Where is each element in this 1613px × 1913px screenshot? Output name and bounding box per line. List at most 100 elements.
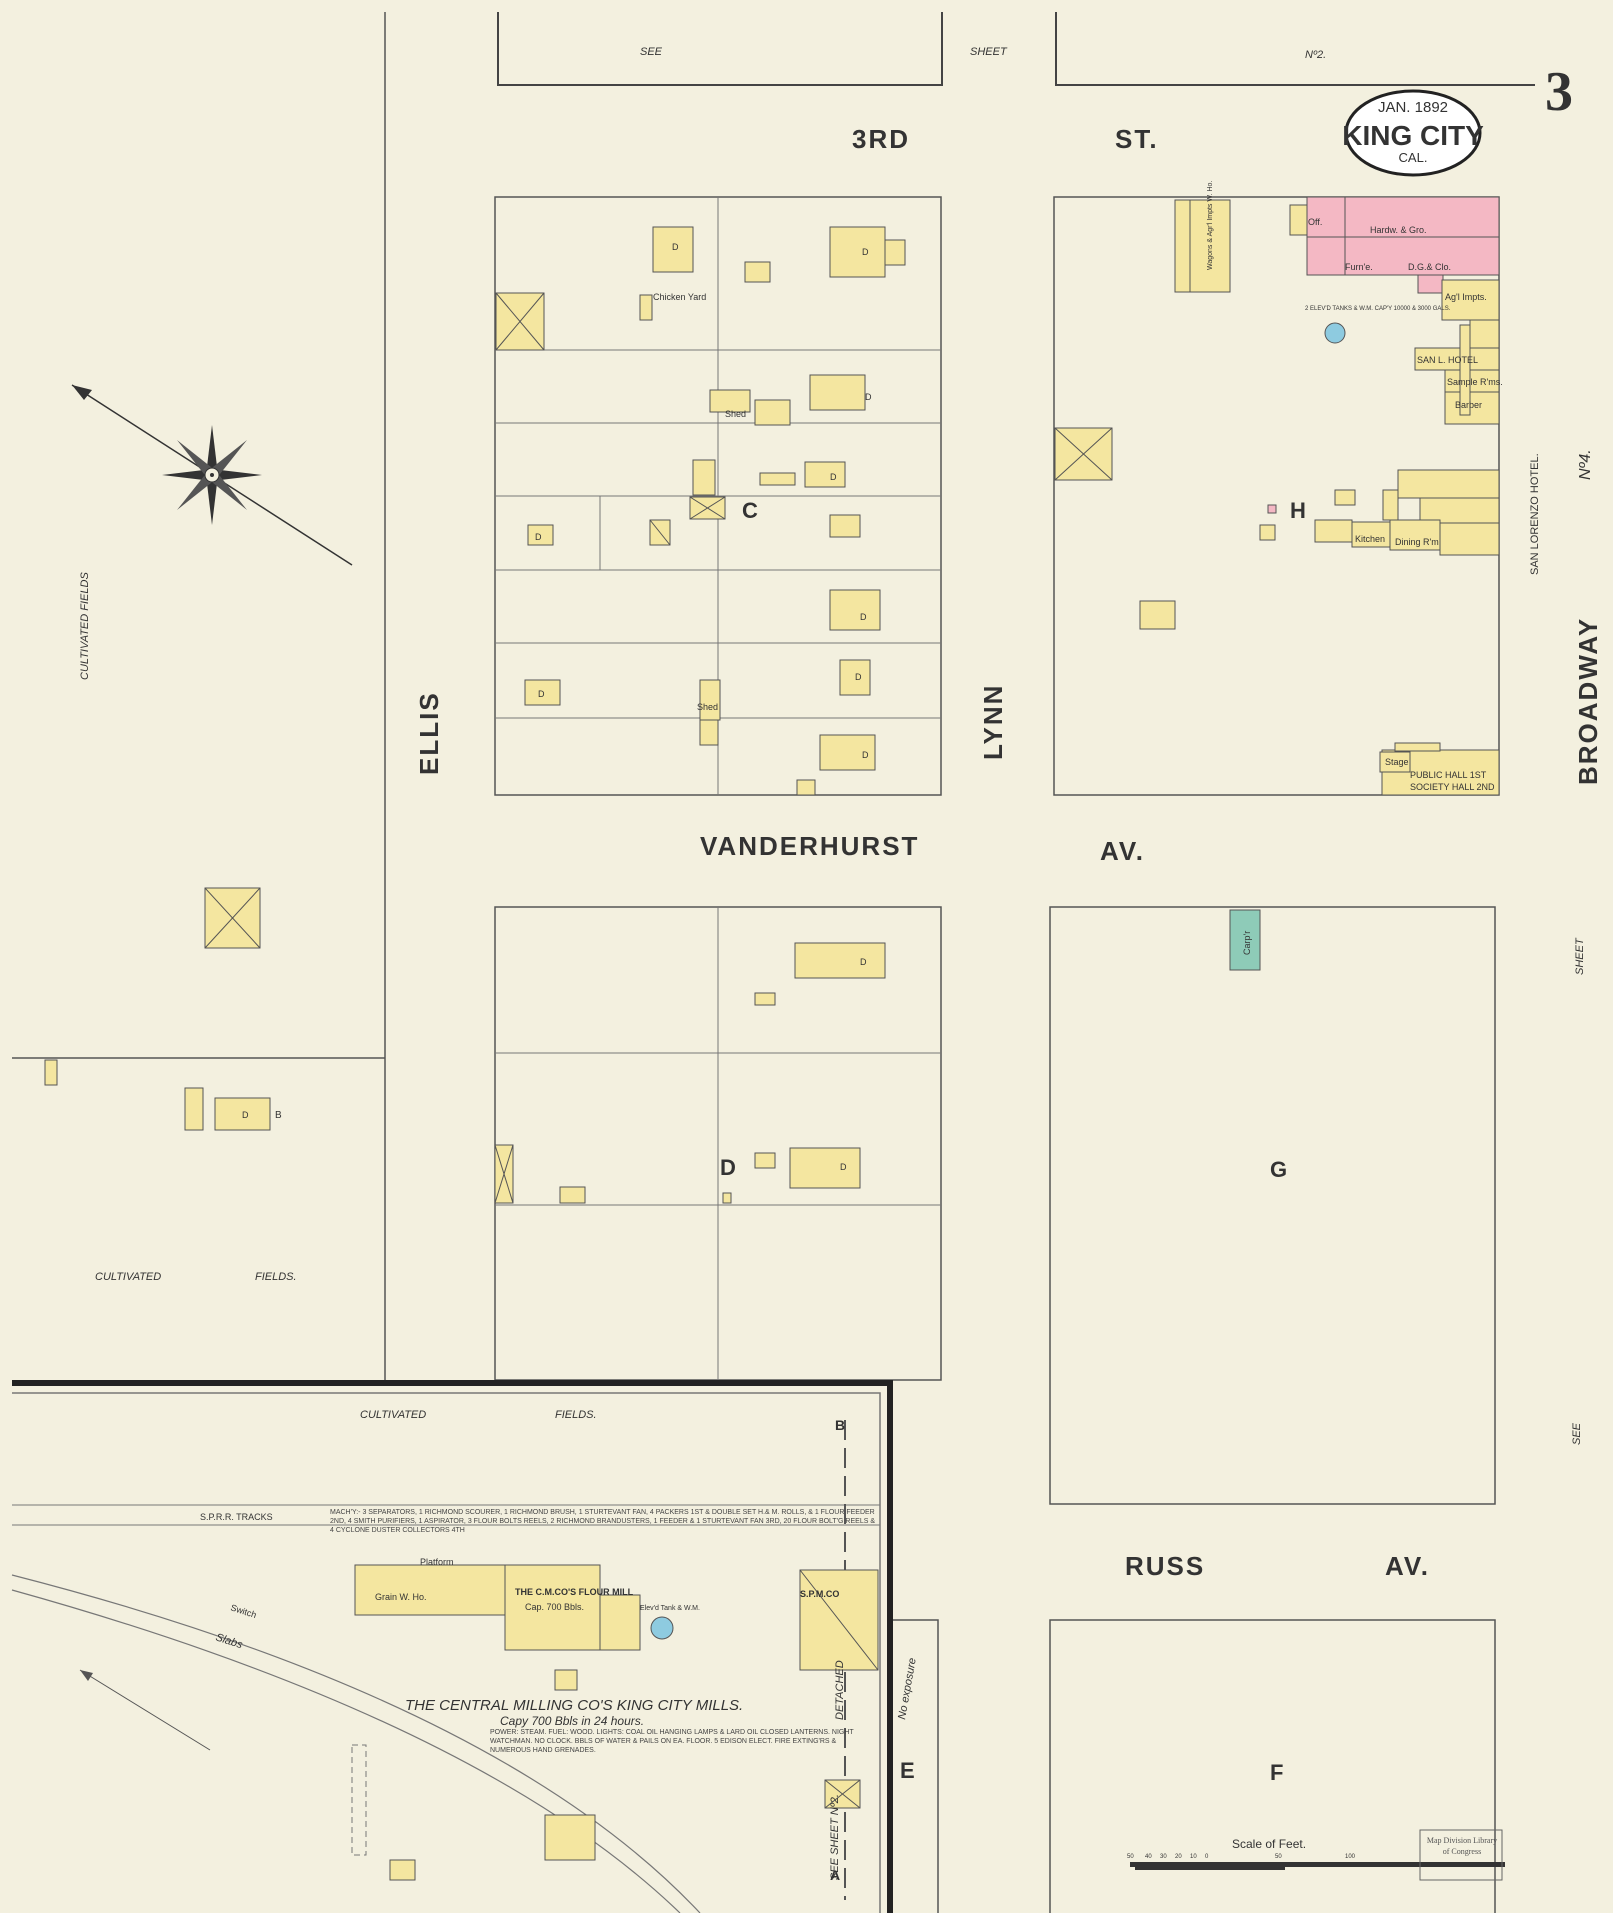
street-russ-av: AV. <box>1385 1551 1430 1581</box>
label-b-left: B <box>275 1110 282 1121</box>
block-letter-e: E <box>900 1758 915 1783</box>
block-letter-h: H <box>1290 498 1306 523</box>
label-d-7: D <box>535 532 542 542</box>
scale-tick-4: 10 <box>1190 1854 1197 1860</box>
block-h: Off. Hardw. & Gro. Furn'e. D.G.& Clo. Ag… <box>1053 181 1541 796</box>
mill-title: THE CENTRAL MILLING CO'S KING CITY MILLS… <box>405 1697 743 1714</box>
label-wagon: Wagons & Agr'l Impts W. Ho. <box>1207 181 1214 270</box>
label-d-8: D <box>538 689 545 699</box>
street-lynn: LYNN <box>978 684 1008 760</box>
header-sheet: SHEET <box>970 46 1008 58</box>
scale-tick-5: 0 <box>1205 1854 1209 1860</box>
block-letter-b: B <box>835 1417 845 1433</box>
compass-rose-icon <box>71 384 353 566</box>
block-letter-a: A <box>830 1867 840 1883</box>
label-tanks: 2 ELEV'D TANKS & W.M. CAP'Y 10000 & 3000… <box>1305 306 1451 312</box>
label-srr-tracks: S.P.R.R. TRACKS <box>200 1512 273 1522</box>
block-letter-d: D <box>720 1155 736 1180</box>
label-d-5: D <box>860 612 867 622</box>
label-furnit: Furn'e. <box>1345 262 1373 272</box>
scale-tick-6: 50 <box>1275 1854 1282 1860</box>
street-russ: RUSS <box>1125 1551 1205 1581</box>
label-grain-who: Grain W. Ho. <box>375 1592 427 1602</box>
power-note: POWER: STEAM. FUEL: WOOD. LIGHTS: COAL O… <box>490 1729 854 1754</box>
label-see-right: SEE <box>1571 1422 1583 1445</box>
label-d-11: D <box>840 1162 847 1172</box>
label-see-sheet-no2: SEE SHEET Nº2. <box>829 1794 841 1880</box>
street-vanderhurst: VANDERHURST <box>700 831 919 861</box>
scale-label: Scale of Feet. <box>1232 1837 1306 1851</box>
label-d-left: D <box>242 1110 249 1120</box>
label-mill-name: THE C.M.CO'S FLOUR MILL <box>515 1587 634 1597</box>
label-san-lorenzo: SAN LORENZO HOTEL. <box>1529 453 1541 575</box>
scale-tick-7: 100 <box>1345 1854 1356 1860</box>
label-san-l-hotel: SAN L. HOTEL <box>1417 355 1478 365</box>
street-labels: 3RD ST. ELLIS LYNN BROADWAY VANDERHURST … <box>414 124 1603 1581</box>
label-stage: Stage <box>1385 757 1409 767</box>
label-cultivated-1: CULTIVATED <box>95 1271 161 1283</box>
block-letter-g: G <box>1270 1157 1287 1182</box>
title-cartouche: JAN. 1892 KING CITY CAL. <box>1342 89 1484 177</box>
title-city: KING CITY <box>1342 120 1484 151</box>
label-d-3: D <box>865 392 872 402</box>
label-d-2: D <box>862 247 869 257</box>
label-barber: Barber <box>1455 400 1482 410</box>
label-no4: Nº4. <box>1577 449 1594 480</box>
label-d-4: D <box>830 472 837 482</box>
label-detached: DETACHED <box>834 1660 846 1720</box>
label-d-10: D <box>860 957 867 967</box>
label-tank2: Elev'd Tank & W.M. <box>640 1605 700 1612</box>
title-date: JAN. 1892 <box>1378 99 1448 116</box>
label-platform: Platform <box>420 1557 454 1567</box>
label-shed-2: Shed <box>697 702 718 712</box>
block-d: D D D <box>494 906 942 1381</box>
label-cultivated-2: CULTIVATED <box>360 1409 426 1421</box>
mill-capacity: Capy 700 Bbls in 24 hours. <box>500 1714 644 1728</box>
block-letter-f: F <box>1270 1760 1283 1785</box>
library-stamp: Map Division Library of Congress <box>1419 1829 1503 1881</box>
left-side-buildings: D B CULTIVATED FIELDS CULTIVATED FIELDS.… <box>44 572 597 1421</box>
block-f: F <box>1049 1619 1496 1913</box>
street-broadway: BROADWAY <box>1573 617 1603 785</box>
label-d-9: D <box>862 750 869 760</box>
label-cultivated-v: CULTIVATED FIELDS <box>79 572 91 680</box>
label-public-hall: PUBLIC HALL 1ST <box>1410 770 1487 780</box>
street-lines <box>12 12 386 1380</box>
scale-of-feet: Scale of Feet. 50 40 30 20 10 0 50 100 <box>1127 1837 1505 1870</box>
label-d-1: D <box>672 242 679 252</box>
label-shed-1: Shed <box>725 409 746 419</box>
label-fields-2: FIELDS. <box>555 1409 597 1421</box>
machinery-note: MACH'Y:- 3 SEPARATORS, 1 RICHMOND SCOURE… <box>330 1509 875 1534</box>
street-vanderhurst-av: AV. <box>1100 836 1145 866</box>
scale-tick-2: 30 <box>1160 1854 1167 1860</box>
label-fields-1: FIELDS. <box>255 1271 297 1283</box>
header-no2: Nº2. <box>1305 49 1326 61</box>
label-dining: Dining R'm <box>1395 537 1439 547</box>
block-g: Carp'r G <box>1049 906 1496 1505</box>
block-c: Chicken Yard Shed Shed D D D D D D D D D… <box>494 196 942 796</box>
scale-tick-3: 20 <box>1175 1854 1182 1860</box>
street-3rd: 3RD <box>852 124 910 154</box>
scale-tick-1: 40 <box>1145 1854 1152 1860</box>
label-see-sheet-right: SHEET <box>1574 937 1586 975</box>
label-mill-cap: Cap. 700 Bbls. <box>525 1602 584 1612</box>
street-3rd-st: ST. <box>1115 124 1159 154</box>
header-strip: SEE SHEET Nº2. <box>497 12 1535 86</box>
label-ag-impts: Ag'l Impts. <box>1445 292 1487 302</box>
label-sample-rms: Sample R'ms. <box>1447 377 1503 387</box>
label-chicken-yard: Chicken Yard <box>653 292 706 302</box>
label-kitchen: Kitchen <box>1355 534 1385 544</box>
header-see: SEE <box>640 46 663 58</box>
stamp-text: Map Division Library of Congress <box>1426 1836 1498 1856</box>
label-carp: Carp'r <box>1242 931 1252 955</box>
label-society-hall: SOCIETY HALL 2ND <box>1410 782 1495 792</box>
label-d-6: D <box>855 672 862 682</box>
block-letter-c: C <box>742 498 758 523</box>
label-dgclo: D.G.& Clo. <box>1408 262 1451 272</box>
title-state: CAL. <box>1399 150 1428 165</box>
label-off: Off. <box>1308 217 1322 227</box>
scale-tick-0: 50 <box>1127 1854 1134 1860</box>
label-hardw: Hardw. & Gro. <box>1370 225 1427 235</box>
label-spm: S.P.M.CO <box>800 1589 839 1599</box>
